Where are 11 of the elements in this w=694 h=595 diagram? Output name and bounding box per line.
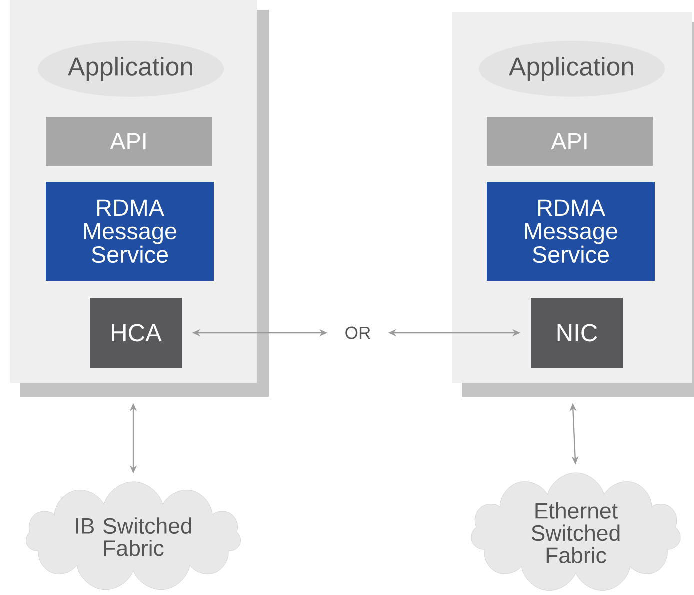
api-box: API: [46, 117, 212, 166]
service-box: RDMA Message Service: [46, 182, 214, 281]
adapter-box: HCA: [90, 298, 182, 368]
api-box: API: [487, 117, 653, 166]
service-box: RDMA Message Service: [487, 182, 655, 281]
cloud: Ethernet Switched Fabric: [471, 472, 681, 591]
ellipse-label: Application: [38, 40, 224, 97]
cloud: IB Switched Fabric: [26, 482, 241, 590]
or-label: OR: [346, 326, 370, 340]
ellipse-label: Application: [479, 40, 665, 97]
adapter-box: NIC: [531, 298, 623, 368]
